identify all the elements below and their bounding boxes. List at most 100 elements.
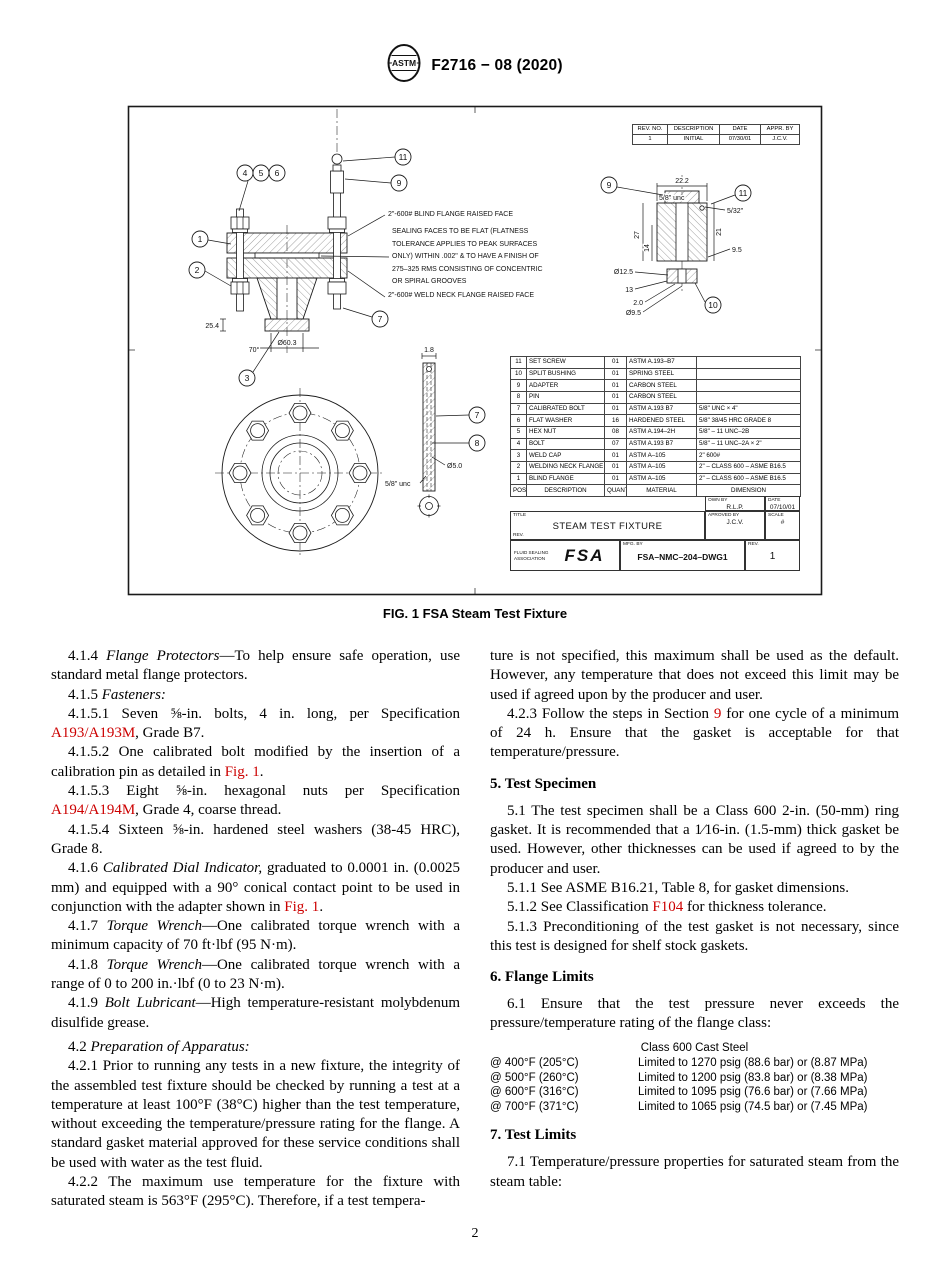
text-segment: 5.1 The test specimen shall be a Class 6… bbox=[490, 802, 899, 877]
table-row: @ 600°F (316°C)Limited to 1095 psig (76.… bbox=[490, 1085, 899, 1100]
text-segment: 4.1.4 bbox=[68, 648, 107, 664]
paragraph-4-2-2: 4.2.2 The maximum use temperature for th… bbox=[51, 1173, 460, 1212]
table-cell: 10 bbox=[510, 367, 527, 381]
balloon-callouts-detail: 9 11 10 bbox=[600, 176, 752, 314]
dimension-label: 22.2 bbox=[675, 178, 689, 185]
table-cell: INITIAL bbox=[667, 134, 720, 146]
technical-drawing: 25.4 70° Ø60.3 1 2 3 4 bbox=[127, 105, 823, 596]
dimension-label: 5/8" unc bbox=[659, 195, 685, 202]
table-cell: CARBON STEEL bbox=[626, 379, 697, 392]
table-cell: SET SCREW bbox=[526, 356, 605, 369]
section-heading-7: 7. Test Limits bbox=[490, 1127, 577, 1144]
svg-text:9: 9 bbox=[607, 180, 612, 190]
dimension-label: Ø5.0 bbox=[447, 463, 462, 470]
titleblock-rev: REV. 1 bbox=[745, 540, 800, 571]
table-cell: ASTM A.193 B7 bbox=[626, 402, 697, 416]
body-text: 4.1.4 Flange Protectors—To help ensure s… bbox=[0, 647, 950, 1212]
table-cell: 6 bbox=[510, 414, 527, 427]
limits-table-title: Class 600 Cast Steel bbox=[640, 1041, 749, 1054]
table-cell: Limited to 1065 psig (74.5 bar) or (7.45… bbox=[638, 1100, 868, 1113]
paragraph-4-2-3: 4.2.3 Follow the steps in Section 9 for … bbox=[490, 705, 899, 763]
titleblock-mfg: MFG. BY FSA–NMC–204–DWG1 bbox=[620, 540, 745, 571]
text-segment: Flange Protectors bbox=[106, 648, 220, 664]
reference-link[interactable]: A193/A193M bbox=[51, 725, 136, 742]
table-cell: CALIBRATED BOLT bbox=[526, 402, 605, 416]
reference-link[interactable]: Fig. 1 bbox=[284, 898, 320, 915]
table-cell: 08 bbox=[604, 425, 627, 439]
table-cell: Limited to 1270 psig (88.6 bar) or (8.87… bbox=[638, 1057, 868, 1070]
table-cell: 7 bbox=[510, 402, 527, 416]
table-cell: BLIND FLANGE bbox=[526, 472, 605, 486]
text-segment: 7.1 Temperature/pressure properties for … bbox=[490, 1154, 899, 1190]
text-segment: 4.1.7 bbox=[68, 918, 107, 935]
table-cell: 5 bbox=[510, 425, 527, 439]
right-column: ture is not specified, this maximum shal… bbox=[490, 647, 899, 1212]
field-label: SCALE bbox=[768, 513, 784, 518]
table-cell: 9 bbox=[510, 379, 527, 392]
rev-col-header: DATE bbox=[719, 123, 761, 136]
titleblock-title: TITLE STEAM TEST FIXTURE REV. bbox=[510, 511, 705, 540]
reference-link[interactable]: A194/A194M bbox=[51, 802, 136, 819]
reference-link[interactable]: F104 bbox=[652, 899, 684, 916]
svg-text:7: 7 bbox=[475, 410, 480, 420]
table-cell: Limited to 1200 psig (83.8 bar) or (8.38… bbox=[638, 1071, 868, 1084]
text-segment: 4.1.5.1 Seven ⅝-in. bolts, 4 in. long, p… bbox=[68, 705, 460, 722]
dimension-label: 5/32" bbox=[727, 208, 744, 215]
svg-text:4: 4 bbox=[243, 168, 248, 178]
dimension-label: 9.5 bbox=[732, 247, 742, 254]
note-sealing-faces: SEALING FACES TO BE FLAT (FLATNESS TOLER… bbox=[392, 228, 543, 285]
table-cell: 2" – CLASS 600 – ASME B16.5 bbox=[696, 472, 801, 486]
section-heading-5: 5. Test Specimen bbox=[490, 775, 597, 792]
table-cell: 5/8" – 11 UNC–2A × 2" bbox=[696, 437, 801, 451]
field-label: DATE bbox=[768, 498, 781, 503]
text-segment: —One calibrated torque wrench with a min… bbox=[51, 918, 461, 954]
rev-col-header: DESCRIPTION bbox=[667, 123, 720, 136]
text-segment: 4.2 bbox=[68, 1038, 91, 1055]
table-cell: @ 500°F (260°C) bbox=[490, 1071, 579, 1084]
left-column: 4.1.4 Flange Protectors—To help ensure s… bbox=[51, 647, 460, 1212]
rev-col-header: APPR. BY bbox=[760, 123, 800, 136]
text-segment: Fasteners: bbox=[101, 686, 166, 703]
table-cell: 01 bbox=[604, 402, 627, 416]
calibrated-bolt-detail: 1.8 Ø5.0 5/8" unc bbox=[384, 346, 464, 518]
table-cell: ASTM A–105 bbox=[626, 472, 697, 486]
reference-link[interactable]: 9 bbox=[713, 705, 722, 722]
titleblock-date: DATE 07/10/01 bbox=[765, 496, 800, 511]
table-cell: 01 bbox=[604, 449, 627, 462]
svg-text:1: 1 bbox=[198, 234, 203, 244]
svg-text:11: 11 bbox=[399, 152, 408, 162]
text-segment: 5.1.2 See Classification bbox=[507, 899, 653, 916]
text-segment: —High temperature-resistant molybdenum d… bbox=[51, 995, 460, 1031]
table-cell: ASTM A.193–B7 bbox=[626, 356, 697, 369]
table-cell: @ 400°F (205°C) bbox=[490, 1057, 579, 1070]
paragraph-5-1-1: 5.1.1 See ASME B16.21, Table 8, for gask… bbox=[490, 879, 899, 898]
svg-text:10: 10 bbox=[708, 300, 718, 310]
dimension-label: 13 bbox=[625, 287, 633, 294]
field-label: TITLE bbox=[513, 513, 527, 518]
table-row: @ 700°F (371°C)Limited to 1065 psig (74.… bbox=[490, 1100, 899, 1115]
table-cell bbox=[696, 390, 801, 404]
paragraph-4-1-5-3: 4.1.5.3 Eight ⅝-in. hexagonal nuts per S… bbox=[51, 782, 460, 821]
table-cell: 01 bbox=[604, 367, 627, 381]
paragraph-4-1-5-2: 4.1.5.2 One calibrated bolt modified by … bbox=[51, 743, 460, 782]
assembly-section-view: 25.4 70° Ø60.3 bbox=[204, 109, 390, 355]
text-segment: for thickness tolerance. bbox=[683, 899, 827, 916]
table-cell: 01 bbox=[604, 390, 627, 404]
paragraph-4-1-5: 4.1.5 Fasteners: bbox=[51, 686, 460, 705]
note-blind-flange: 2"-600# BLIND FLANGE RAISED FACE bbox=[388, 211, 514, 218]
reference-link[interactable]: Fig. 1 bbox=[224, 763, 260, 780]
table-cell: 5/8" UNC × 4" bbox=[696, 402, 801, 416]
paragraph-5-1: 5.1 The test specimen shall be a Class 6… bbox=[490, 802, 899, 879]
table-cell: WELD CAP bbox=[526, 449, 605, 462]
balloon-callouts-bolt: 7 8 bbox=[432, 406, 486, 452]
figure-caption: FIG. 1 FSA Steam Test Fixture bbox=[382, 606, 568, 621]
paragraph-4-2-2-cont: ture is not specified, this maximum shal… bbox=[490, 647, 899, 705]
table-cell bbox=[696, 356, 801, 369]
